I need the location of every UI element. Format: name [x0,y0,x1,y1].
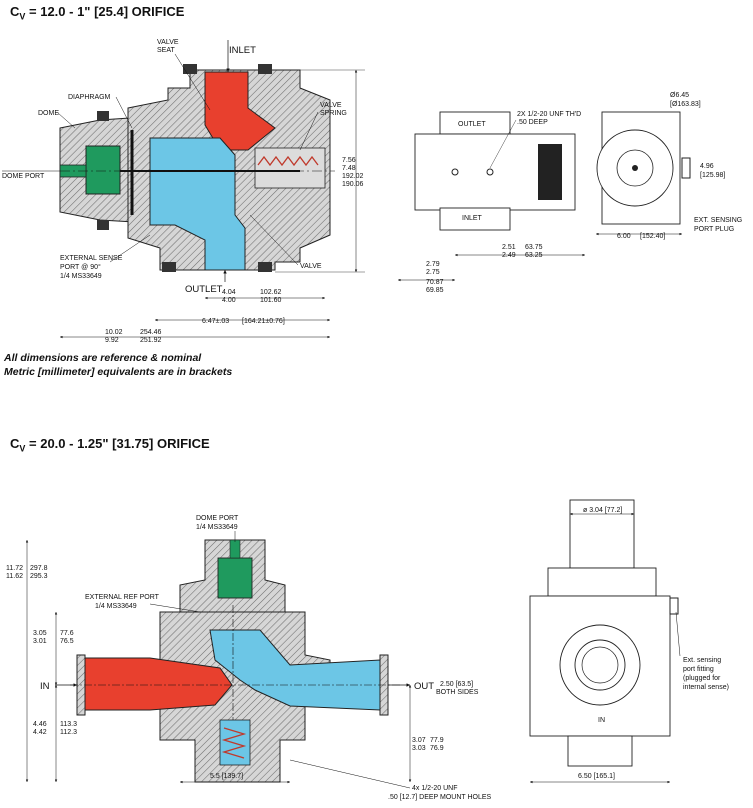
note-metric: Metric [millimeter] equivalents are in b… [4,366,233,378]
label-valve: VALVE [300,263,322,270]
svg-text:[Ø163.83]: [Ø163.83] [670,101,701,108]
label-in: IN [40,681,50,692]
svg-text:2.75: 2.75 [426,269,440,276]
section1-labels: VALVE SEAT INLET DIAPHRAGM DOME VALVE SP… [2,39,347,295]
svg-text:76.5: 76.5 [60,638,74,645]
svg-text:254.46: 254.46 [140,329,162,336]
end-view-1: Ø6.45 [Ø163.83] 4.96 [125.98] 6.00 [152.… [596,92,742,240]
svg-text:101.60: 101.60 [260,297,282,304]
label-valve-seat: VALVE [157,39,179,46]
svg-text:11.62: 11.62 [6,573,23,580]
svg-text:(plugged for: (plugged for [683,675,721,682]
svg-text:1/4 MS33649: 1/4 MS33649 [196,524,238,531]
svg-text:112.3: 112.3 [60,729,77,736]
label-dome-port: DOME PORT [2,173,45,180]
label-valve-spring: VALVE [320,102,342,109]
side-view-1: OUTLET INLET 2X 1/2-20 UNF TH'D .50 DEEP… [398,111,585,294]
label-out: OUT [414,681,434,692]
section2-labels: DOME PORT 1/4 MS33649 EXTERNAL REF PORT … [40,515,492,801]
label-external-sense: EXTERNAL SENSE [60,255,123,262]
label-inlet: INLET [229,45,256,56]
svg-text:190.06: 190.06 [342,181,364,188]
label-dome: DOME [38,110,59,117]
dim-height: 7.56 [342,157,356,164]
side-label-outlet: OUTLET [458,121,486,128]
svg-text:SEAT: SEAT [157,47,175,54]
svg-text:1/4 MS33649: 1/4 MS33649 [95,603,137,610]
svg-text:4.00: 4.00 [222,297,236,304]
svg-text:113.3: 113.3 [60,721,77,728]
dim-top: 11.72 [6,565,23,572]
label-ext-sensing-plug: EXT. SENSING [694,217,742,224]
dim-end-dia-2: ø 3.04 [77.2] [583,507,622,514]
dim-overall-mid: 6.47±.03 [202,318,229,325]
side-label-inlet: INLET [462,215,483,222]
section1-dimensions: 7.56 7.48 192.02 190.06 4.04 4.00 102.62… [60,69,365,344]
svg-text:port fitting: port fitting [683,666,714,673]
dim-upper: 3.05 [33,630,47,637]
dim-outlet-width: 4.04 [222,289,236,296]
svg-text:PORT @ 90°: PORT @ 90° [60,263,101,271]
svg-text:77.9: 77.9 [430,737,444,744]
section2-title: CV = 20.0 - 1.25" [31.75] ORIFICE [10,436,210,454]
dim-overall: 10.02 [105,329,123,336]
svg-text:1/4 MS33649: 1/4 MS33649 [60,273,102,280]
end-view-2: ø 3.04 [77.2] IN 6.50 [165.1] Ext. sensi… [529,499,729,784]
svg-text:63.25: 63.25 [525,252,543,259]
dim-end-w-2: 6.50 [165.1] [578,773,615,780]
dim-bottom: 3.07 [412,737,426,744]
svg-text:63.75: 63.75 [525,244,543,251]
dim-end-h: 4.96 [700,163,714,170]
svg-text:.50 DEEP: .50 DEEP [517,119,548,126]
regulator-cross-section-1 [59,64,335,272]
svg-text:70.87: 70.87 [426,279,444,286]
svg-text:PORT PLUG: PORT PLUG [694,226,734,233]
svg-text:7.48: 7.48 [342,165,356,172]
svg-text:251.92: 251.92 [140,337,162,344]
label-mount-holes: 4x 1/2-20 UNF [412,785,458,792]
label-both-sides: 2.50 [63.5] [440,681,473,688]
dim-width: 5.5 [139.7] [210,773,243,780]
notes: All dimensions are reference & nominal M… [4,351,232,379]
svg-text:[152.40]: [152.40] [640,233,665,240]
svg-text:295.3: 295.3 [30,573,48,580]
label-dome-port-2: DOME PORT [196,515,239,522]
svg-text:192.02: 192.02 [342,173,364,180]
dim-side-a: 2.79 [426,261,440,268]
section2-dimensions: 11.72 11.62 297.8 295.3 3.05 3.01 77.6 7… [6,540,444,784]
svg-text:69.85: 69.85 [426,287,444,294]
svg-text:77.6: 77.6 [60,630,74,637]
svg-text:102.62: 102.62 [260,289,282,296]
dim-end-dia: Ø6.45 [670,92,689,99]
svg-text:[125.98]: [125.98] [700,172,725,179]
end-label-in: IN [598,717,605,724]
svg-text:9.92: 9.92 [105,337,119,344]
section1-title: CV = 12.0 - 1" [25.4] ORIFICE [10,4,185,22]
svg-text:internal sense): internal sense) [683,684,729,691]
label-diaphragm: DIAPHRAGM [68,94,111,101]
label-ext-sensing-fitting: Ext. sensing [683,657,721,664]
svg-text:SPRING: SPRING [320,110,347,117]
dim-end-w: 6.00 [617,233,631,240]
dim-lower: 4.46 [33,721,47,728]
label-thread-note: 2X 1/2-20 UNF TH'D [517,111,581,118]
svg-text:297.8: 297.8 [30,565,48,572]
svg-text:3.03: 3.03 [412,745,426,752]
note-reference: All dimensions are reference & nominal [4,352,202,364]
regulator-cross-section-2 [70,539,400,783]
svg-text:3.01: 3.01 [33,638,47,645]
svg-text:BOTH SIDES: BOTH SIDES [436,689,479,696]
label-outlet: OUTLET [185,284,223,295]
dim-side-b: 2.51 [502,244,516,251]
svg-text:.50 [12.7] DEEP MOUNT HOLES: .50 [12.7] DEEP MOUNT HOLES [388,794,492,801]
svg-text:2.49: 2.49 [502,252,516,259]
svg-text:76.9: 76.9 [430,745,444,752]
label-ext-ref-port: EXTERNAL REF PORT [85,594,160,601]
svg-text:[164.21±0.76]: [164.21±0.76] [242,318,285,325]
svg-text:4.42: 4.42 [33,729,47,736]
